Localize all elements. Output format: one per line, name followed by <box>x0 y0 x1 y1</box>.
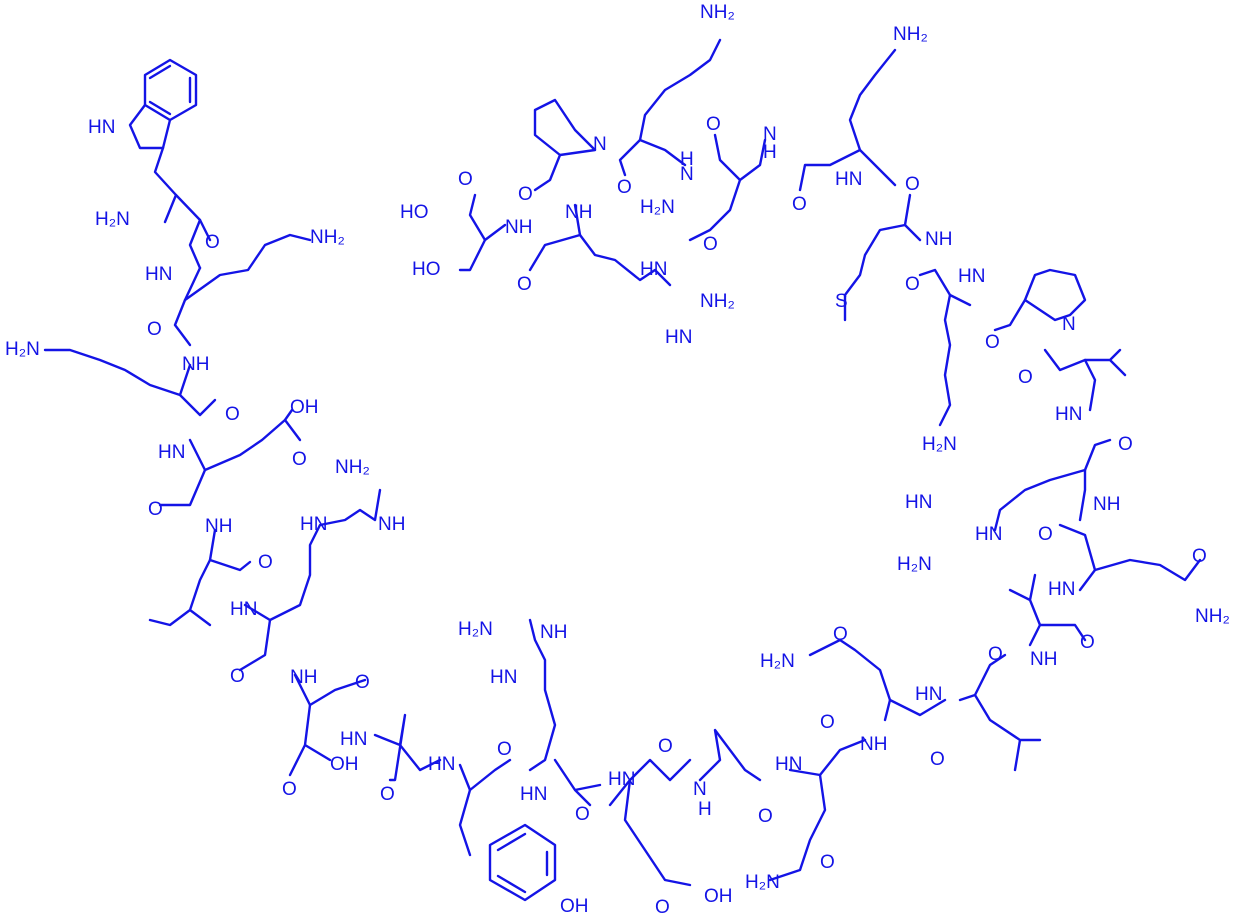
atom-asn-co: O <box>703 234 718 255</box>
atom-arg3-hn2: HN <box>975 524 1002 545</box>
atom-arg4-hn: HN <box>640 259 667 280</box>
atom-asp-co: O <box>282 779 297 800</box>
atom-asp-oh: OH <box>330 754 359 775</box>
atom-arg3-nh: NH <box>1093 494 1120 515</box>
atom-gln2-o: O <box>930 749 945 770</box>
atom-lys2-nh: NH <box>182 354 209 375</box>
atom-gln3-o: O <box>1192 546 1207 567</box>
atom-gln1-hn: HN <box>775 754 802 775</box>
atom-tyr-o: O <box>497 739 512 760</box>
atom-ala2-h: H <box>698 799 712 820</box>
atom-gln3-co: O <box>1038 524 1053 545</box>
atom-asn-o: O <box>706 114 721 135</box>
atom-arg4-nh2: NH₂ <box>700 291 735 312</box>
atom-lys1-o: O <box>147 319 162 340</box>
atom-gln2-nh: NH <box>860 734 887 755</box>
atom-lys5-o: O <box>617 177 632 198</box>
atom-glu1-oh: OH <box>290 397 319 418</box>
atom-gln3-nh2: NH₂ <box>1195 606 1230 627</box>
atom-val1-nh: NH <box>1030 649 1057 670</box>
atom-ala1-hn: HN <box>340 729 367 750</box>
atom-asp-o: O <box>355 672 370 693</box>
atom-lys2-o: O <box>225 404 240 425</box>
atom-arg1-hn: HN <box>300 514 327 535</box>
atom-lys4-hn: HN <box>835 169 862 190</box>
atom-ser-ho: HO <box>400 202 429 223</box>
atom-lys3-h2n: H₂N <box>922 434 957 455</box>
atom-asn-h2n: H₂N <box>640 197 675 218</box>
atom-trp-nh2: H₂N <box>95 209 130 230</box>
atom-arg2-nh: NH <box>540 622 567 643</box>
atom-arg4-o: O <box>517 274 532 295</box>
atom-val1-o: O <box>1080 632 1095 653</box>
atom-lys3-o: O <box>905 274 920 295</box>
atom-arg3-o: O <box>1118 434 1133 455</box>
atom-tyr-hn: HN <box>428 754 455 775</box>
atom-ser-ho2: HO <box>412 259 441 280</box>
atom-ser-o: O <box>458 169 473 190</box>
atom-ser-nh: NH <box>505 217 532 238</box>
atom-arg4-hn2: HN <box>665 327 692 348</box>
atom-gln1-h2n: H₂N <box>745 872 780 893</box>
atom-pro1-o: O <box>518 184 533 205</box>
atom-lys2-nh2: H₂N <box>5 339 40 360</box>
atom-leu2-o: O <box>988 644 1003 665</box>
atom-lys1-nh: HN <box>145 264 172 285</box>
atom-ala2-o: O <box>758 806 773 827</box>
atom-glu2-co: O <box>655 897 670 918</box>
atom-met-s: S <box>835 291 848 312</box>
atom-met-nh: NH <box>925 229 952 250</box>
atom-lys3-hn: HN <box>958 266 985 287</box>
atom-val2-o: O <box>1018 367 1033 388</box>
atom-asn-h: H <box>763 142 777 163</box>
atom-arg4-nh: NH <box>565 202 592 223</box>
atom-arg2-h2n: H₂N <box>458 619 493 640</box>
atom-arg2-o: O <box>575 804 590 825</box>
atom-asn-nh: N <box>763 124 777 145</box>
atom-lys4-nh2: NH₂ <box>893 24 928 45</box>
atom-glu2-o: O <box>658 736 673 757</box>
atom-gln3-hn: HN <box>1048 579 1075 600</box>
atom-pro1-n: N <box>593 134 607 155</box>
atom-lys1-nh2: NH₂ <box>310 227 345 248</box>
atom-leu1-nh: NH <box>205 516 232 537</box>
atom-tyr-oh: OH <box>560 896 589 917</box>
atom-arg2-hn: HN <box>490 667 517 688</box>
atom-leu2-hn: HN <box>915 684 942 705</box>
atom-arg1-nh2: NH₂ <box>335 457 370 478</box>
atom-glu1-o: O <box>292 449 307 470</box>
atom-arg1-hn2: HN <box>230 599 257 620</box>
atom-pro2-n: N <box>1062 314 1076 335</box>
atom-asp-nh: NH <box>290 667 317 688</box>
bond-lines <box>43 38 1202 902</box>
atom-lys5-nh2: NH₂ <box>700 2 735 23</box>
atom-arg3-hn: HN <box>905 492 932 513</box>
atom-met-o: O <box>905 174 920 195</box>
atom-labels: HN H₂N O HN NH₂ O NH H₂N O HN OH O O NH … <box>5 2 1230 918</box>
atom-glu2-oh: OH <box>704 886 733 907</box>
atom-lys5-n: N <box>680 164 694 185</box>
atom-glu1-co: O <box>148 499 163 520</box>
atom-gln1-o: O <box>820 712 835 733</box>
atom-arg1-o: O <box>230 666 245 687</box>
atom-trp-nh: HN <box>88 117 115 138</box>
atom-ala1-o: O <box>380 784 395 805</box>
atom-glu2-hn: HN <box>608 769 635 790</box>
atom-glu1-nh: HN <box>158 442 185 463</box>
atom-pro2-o: O <box>985 332 1000 353</box>
atom-gln2-co: O <box>833 624 848 645</box>
atom-arg1-nh: NH <box>378 514 405 535</box>
atom-arg2-hn2: HN <box>520 784 547 805</box>
atom-val2-hn: HN <box>1055 404 1082 425</box>
atom-arg3-h2n: H₂N <box>897 554 932 575</box>
atom-lys5-h: H <box>680 149 694 170</box>
atom-gln2-h2n: H₂N <box>760 651 795 672</box>
atom-gln1-co: O <box>820 852 835 873</box>
atom-leu1-o: O <box>258 552 273 573</box>
atom-trp-o: O <box>205 232 220 253</box>
atom-ala2-n: N <box>693 779 707 800</box>
atom-lys4-o: O <box>792 194 807 215</box>
